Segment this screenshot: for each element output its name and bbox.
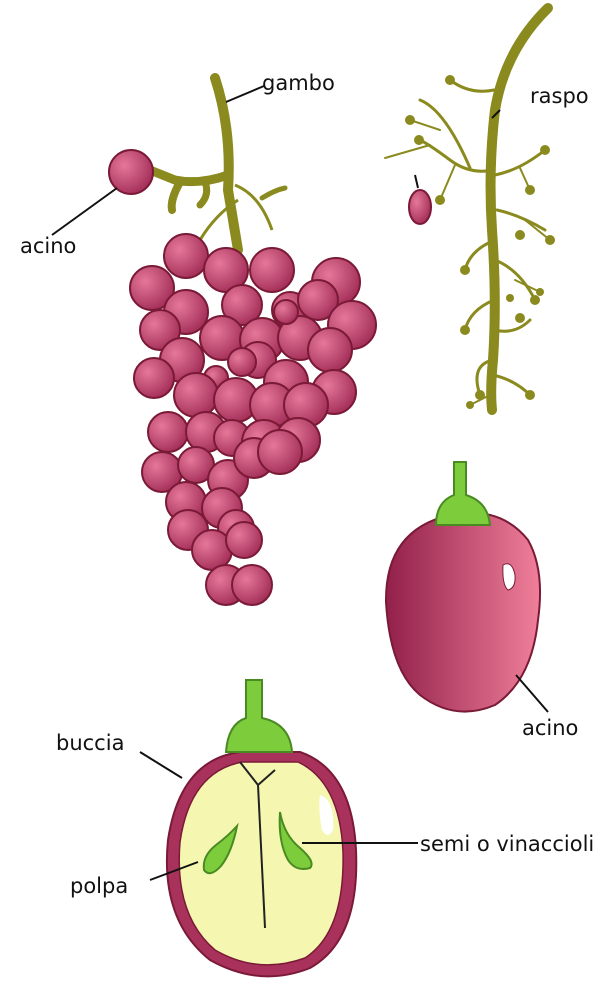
- single-berry: [109, 150, 153, 194]
- bunch-berry: [164, 234, 208, 278]
- bunch-berry: [228, 348, 256, 376]
- bunch-berry: [174, 373, 218, 417]
- label-acino-whole: acino: [522, 716, 578, 740]
- cross-section-cap: [226, 680, 292, 752]
- label-semi: semi o vinaccioli: [420, 832, 594, 856]
- leader-buccia: [140, 752, 182, 778]
- bunch-berry: [226, 522, 262, 558]
- leader-acino-bunch: [52, 188, 117, 235]
- label-buccia: buccia: [56, 731, 124, 755]
- whole-acino-cap: [436, 462, 490, 525]
- bunch-berry: [134, 358, 174, 398]
- bunch-berry: [274, 300, 298, 324]
- label-polpa: polpa: [70, 874, 128, 898]
- leader-gambo: [226, 86, 264, 102]
- bunch-berry: [232, 565, 272, 605]
- label-acino-bunch: acino: [20, 234, 76, 258]
- bunch-berry: [148, 412, 188, 452]
- label-gambo: gambo: [262, 71, 335, 95]
- bunch-berry: [258, 430, 302, 474]
- whole-acino: [386, 462, 540, 712]
- bunch-stem: [150, 78, 285, 250]
- bunch-berry: [308, 328, 352, 372]
- raspo-berry: [409, 190, 431, 224]
- cross-section-berry: [167, 680, 356, 976]
- leader-acino-whole: [516, 675, 548, 712]
- label-raspo: raspo: [530, 84, 589, 108]
- bunch-berry: [250, 248, 294, 292]
- bunch-berries: [130, 234, 376, 605]
